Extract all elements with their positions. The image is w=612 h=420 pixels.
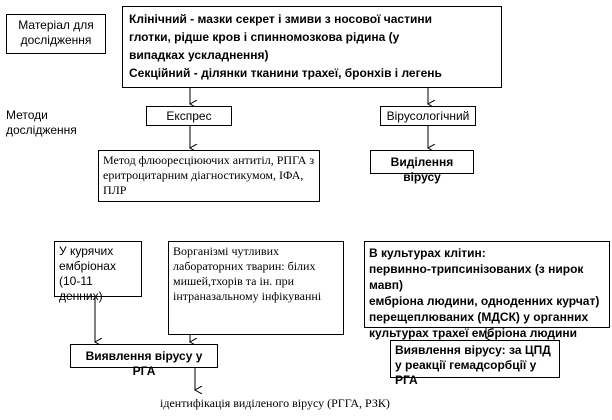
chick-embryos-text: У курячих ембріонах (10-11 денних)	[59, 244, 116, 303]
identification-text-wrap: ідентифікація виділеного вірусу (РГГА, Р…	[160, 396, 460, 411]
detection-cpd-box: Виявлення вірусу: за ЦПД у реакції гемад…	[390, 340, 560, 387]
lab-animals-text: Ворганізмі чутливих лабораторних тварин:…	[173, 244, 322, 303]
express-methods-box: Метод флюоресціюючих антитіл, РПГА з ери…	[98, 150, 320, 202]
cell-cultures-line-3: ембріона людини, одноденних курчат)	[369, 294, 600, 308]
identification-text: ідентифікація виділеного вірусу (РГГА, Р…	[160, 396, 390, 410]
virus-isolation-box: Виділення вірусу	[370, 150, 474, 184]
express-label: Експрес	[166, 109, 212, 123]
cell-cultures-line-1: В культурах клітин:	[369, 246, 486, 260]
cell-cultures-box: В культурах клітин: первинно-трипсинізов…	[364, 241, 610, 340]
express-box: Експрес	[146, 106, 232, 126]
virus-isolation-label: Виділення вірусу	[390, 155, 454, 184]
material-label: Матеріал для дослідження	[18, 18, 94, 47]
material-text-box: Клінічний - мазки секрет і змиви з носов…	[122, 6, 502, 88]
chick-embryos-box: У курячих ембріонах (10-11 денних)	[54, 241, 142, 303]
material-label-box: Матеріал для дослідження	[6, 14, 106, 54]
cell-cultures-line-4: перещеплюваних (МДСК) у органних	[369, 310, 589, 324]
virology-box: Вірусологічний	[380, 106, 476, 126]
detection-rga-text: Виявлення вірусу у РГА	[85, 349, 203, 378]
detection-cpd-text: Виявлення вірусу: за ЦПД у реакції гемад…	[395, 343, 551, 387]
cell-cultures-line-2: первинно-трипсинізованих (з нирок мавп)	[369, 262, 584, 292]
cell-cultures-line-5: культурах трахеї ембріона людини	[369, 326, 578, 340]
methods-label-text: Методи дослідження	[6, 108, 77, 137]
virology-label: Вірусологічний	[386, 109, 470, 123]
material-line-1: Клінічний - мазки секрет і змиви з носов…	[129, 12, 432, 26]
material-line-2: глотки, рідше кров і спинномозкова рідин…	[129, 30, 400, 44]
lab-animals-box: Ворганізмі чутливих лабораторних тварин:…	[168, 241, 344, 335]
material-line-3: випадках ускладнення)	[129, 48, 269, 62]
express-methods-text: Метод флюоресціюючих антитіл, РПГА з ери…	[103, 153, 315, 197]
methods-label: Методи дослідження	[6, 108, 86, 138]
detection-rga-box: Виявлення вірусу у РГА	[70, 344, 218, 378]
material-line-4: Секційний - ділянки тканини трахеї, брон…	[129, 66, 442, 80]
